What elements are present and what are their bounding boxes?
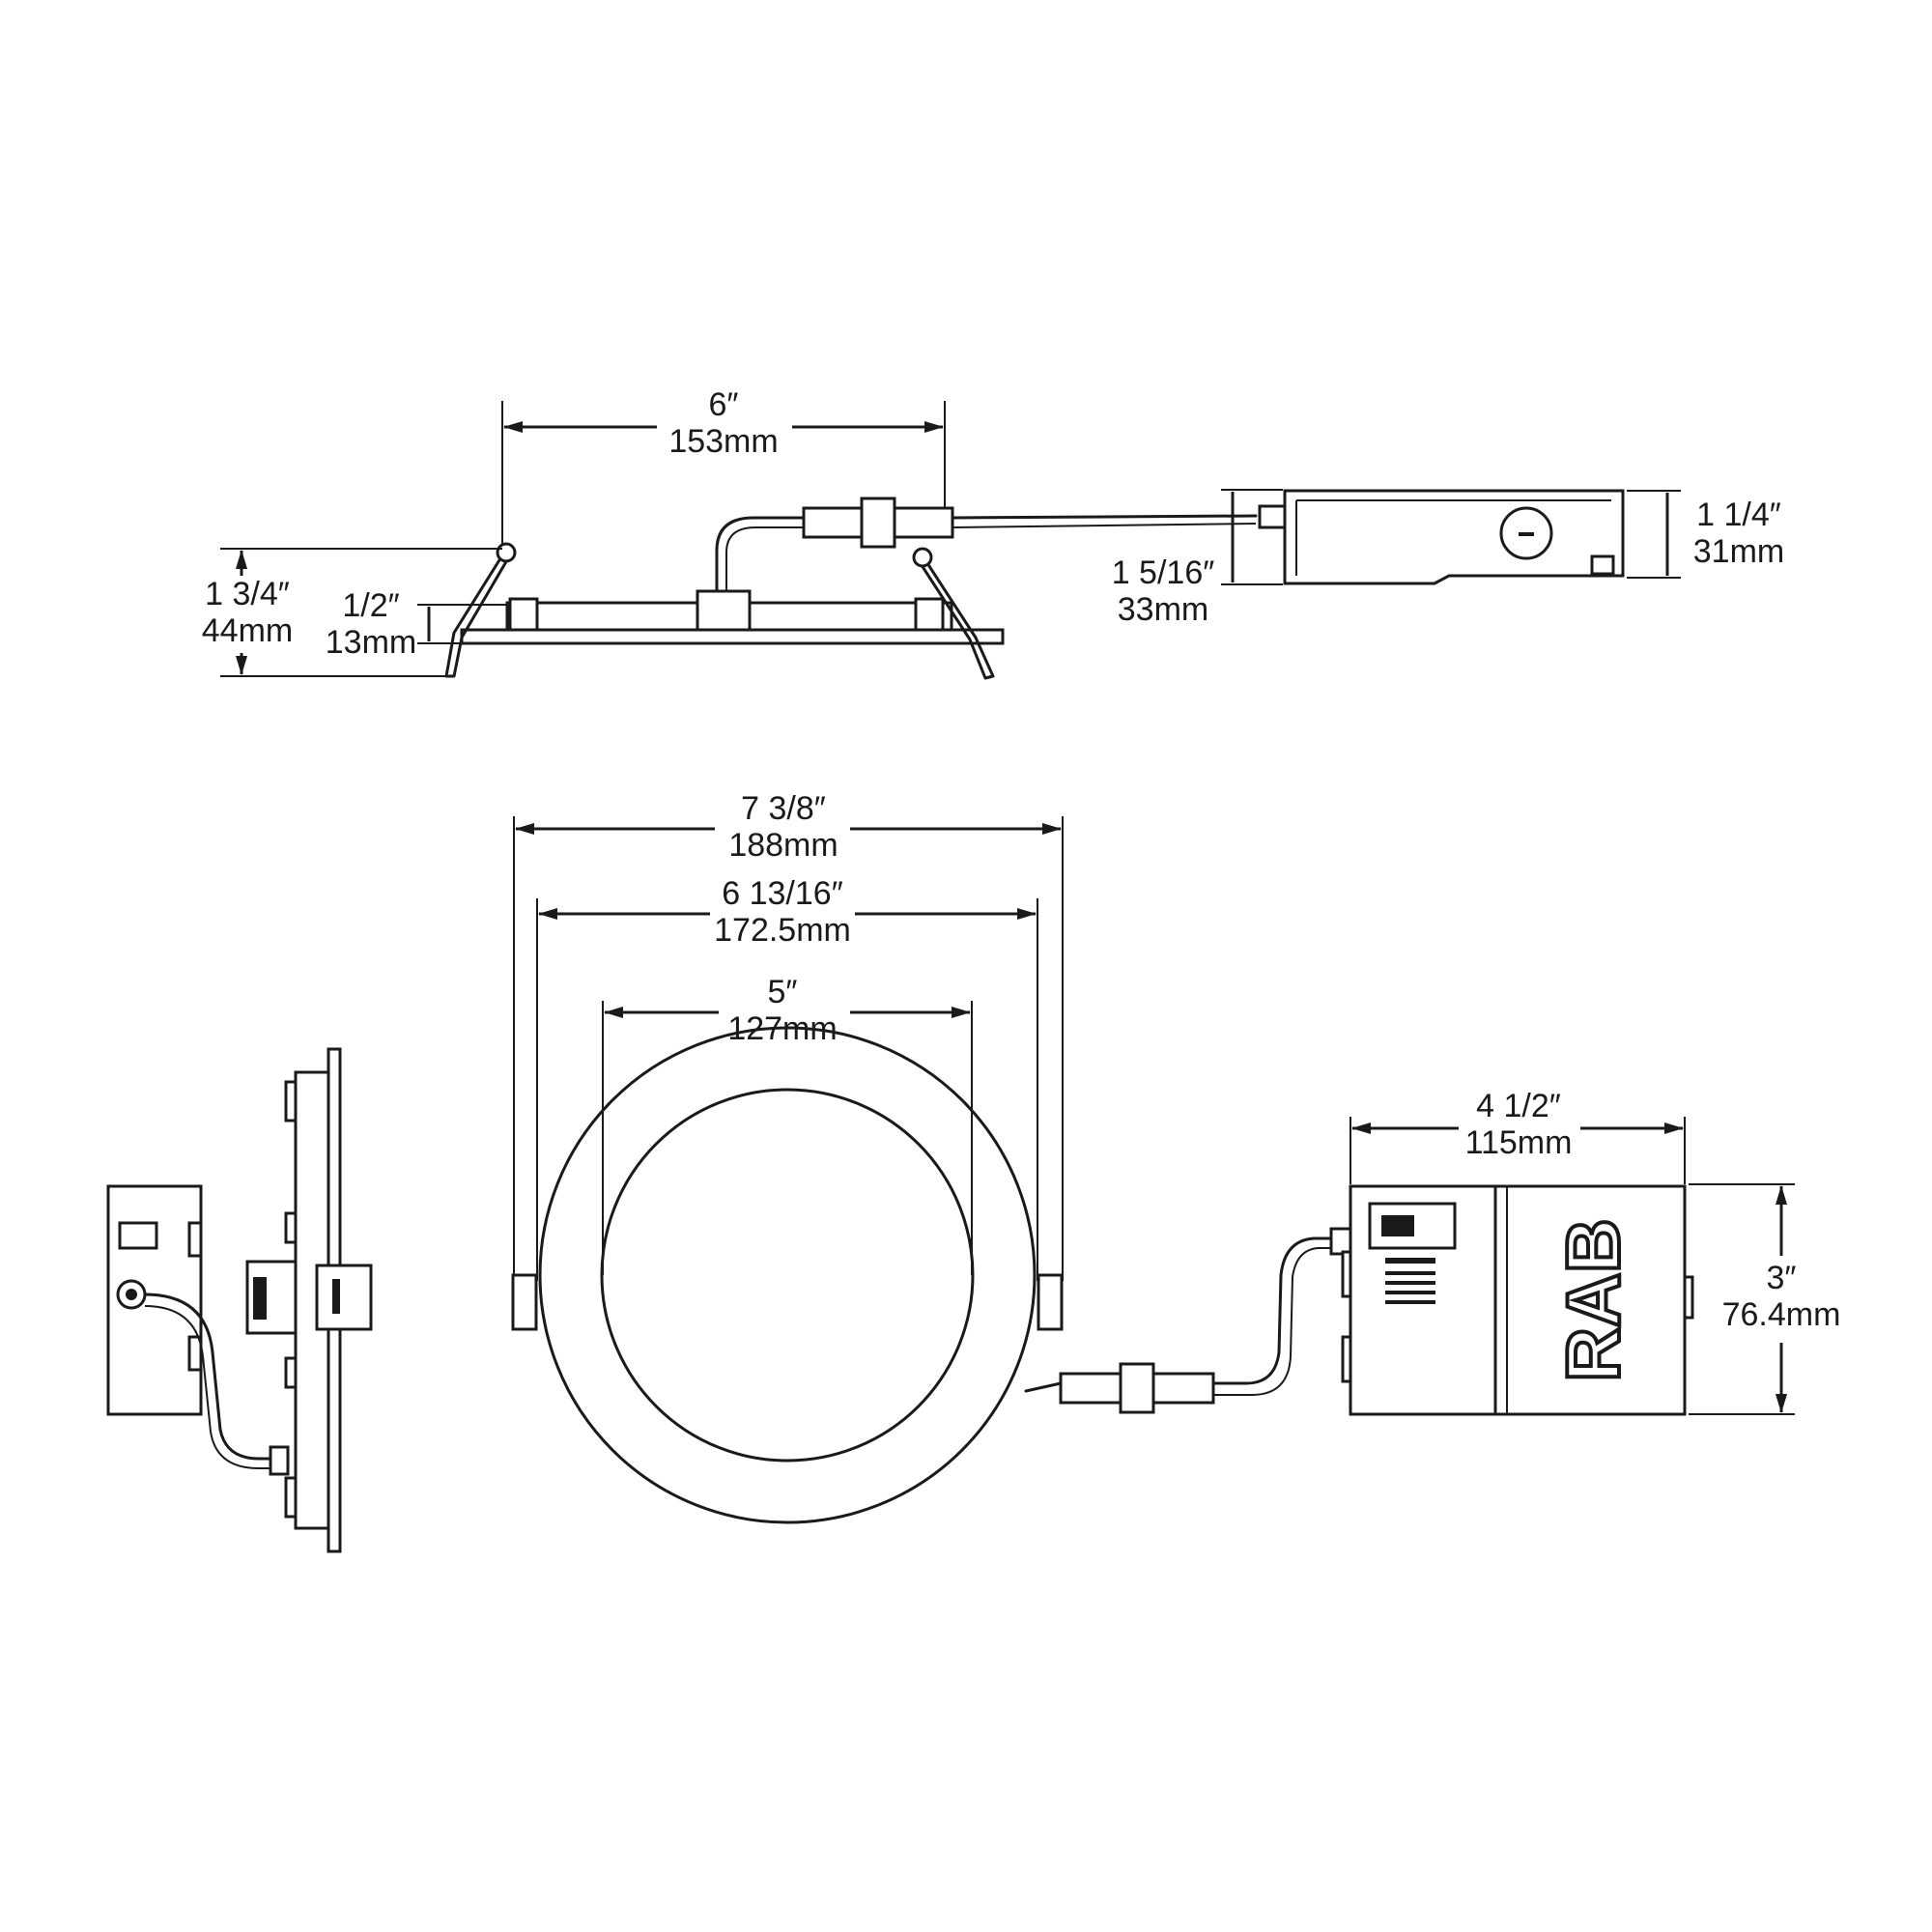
cable-side — [715, 516, 806, 593]
driver-body-mm: 31mm — [1693, 533, 1784, 570]
outer-label-mm: 188mm — [728, 827, 838, 864]
edge-tab-3 — [284, 1356, 298, 1389]
driver-length-mm: 115mm — [1465, 1124, 1573, 1161]
edge-driver-tab-a — [187, 1221, 203, 1258]
spring-clip-left — [444, 554, 510, 678]
trim-ring-outer — [538, 1026, 1037, 1524]
driver-length-in: 4 1/2″ — [1476, 1088, 1561, 1124]
driver-width-mm: 76.4mm — [1722, 1296, 1841, 1333]
driver-connector-stub — [1258, 504, 1287, 529]
top-connector-plug-a — [1059, 1372, 1122, 1405]
driver-height-in: 1 5/16″ — [1112, 554, 1215, 591]
edge-driver-clip — [118, 1221, 158, 1250]
cable-top — [1024, 1381, 1063, 1393]
driver-lead-2 — [1213, 1247, 1333, 1396]
spring-clip-right — [918, 558, 995, 680]
connector-nut — [860, 497, 896, 549]
cable-side-inner — [725, 526, 804, 591]
driver-left-tab-a — [1341, 1250, 1352, 1298]
driver-left-tab-b — [1341, 1335, 1352, 1383]
outer-label-in: 7 3/8″ — [741, 790, 826, 827]
connector-plug-b — [893, 506, 954, 539]
driver-height-mm: 33mm — [1118, 591, 1208, 628]
switch-slider — [1381, 1215, 1414, 1236]
total-height-in: 1 3/4″ — [205, 576, 290, 612]
spring-label-mm: 172.5mm — [714, 912, 851, 949]
driver-housing-side — [1283, 489, 1625, 585]
side-view: 6″ 153mm 1 3/4″ — [202, 386, 1784, 680]
trim-height-mm: 13mm — [326, 624, 416, 661]
edge-driver-tab-b — [187, 1335, 203, 1372]
connector-plug-a — [802, 506, 864, 539]
spring-bracket-left — [511, 1273, 538, 1331]
spring-label-in: 6 13/16″ — [722, 875, 842, 912]
edge-cable-grommet-inner — [126, 1289, 137, 1300]
driver-lead-plug — [1329, 1227, 1352, 1256]
edge-tab-2 — [284, 1211, 298, 1244]
lead-wire-2 — [952, 523, 1257, 528]
top-connector-plug-b — [1151, 1372, 1215, 1405]
spring-bracket-right — [1037, 1273, 1064, 1331]
width-label-mm: 153mm — [668, 423, 778, 460]
top-view: 7 3/8″ 188mm 6 13/16″ 172.5mm 5″ 127mm — [511, 790, 1841, 1524]
trim-height-in: 1/2″ — [342, 587, 399, 624]
driver-tab — [1590, 554, 1615, 576]
edge-connector-fins — [253, 1277, 267, 1320]
edge-slot — [332, 1279, 340, 1314]
edge-cable-plug — [269, 1445, 290, 1476]
switch-legend — [1385, 1258, 1435, 1304]
cutout-label-in: 5″ — [768, 974, 798, 1010]
driver-side-tab — [1683, 1275, 1694, 1320]
knockout-slot — [1519, 532, 1534, 536]
driver-side — [1258, 489, 1625, 585]
center-junction — [696, 589, 752, 632]
spring-pivot-left — [496, 542, 517, 563]
edge-tab-1 — [284, 1080, 298, 1122]
lens-inner — [600, 1088, 975, 1463]
edge-view — [106, 1047, 373, 1553]
fixture-side — [444, 497, 1258, 680]
driver-width-in: 3″ — [1767, 1260, 1797, 1296]
driver-body-in: 1 1/4″ — [1696, 497, 1781, 533]
mount-block-right — [914, 597, 945, 632]
mount-block-left — [508, 597, 539, 632]
edge-tab-4 — [284, 1476, 298, 1519]
driver-lead-1 — [1211, 1236, 1335, 1385]
edge-cable — [143, 1293, 288, 1461]
edge-connector-clip — [315, 1264, 373, 1331]
spring-pivot-right — [912, 547, 933, 568]
lead-wire — [951, 514, 1258, 520]
top-connector-nut — [1119, 1362, 1155, 1414]
trim-flange — [460, 628, 1005, 645]
edge-cable-2 — [144, 1305, 286, 1469]
total-height-mm: 44mm — [202, 612, 293, 649]
width-label-in: 6″ — [709, 386, 739, 423]
driver-top: RAB — [1341, 1184, 1694, 1416]
rab-logo: RAB — [1550, 1219, 1635, 1382]
